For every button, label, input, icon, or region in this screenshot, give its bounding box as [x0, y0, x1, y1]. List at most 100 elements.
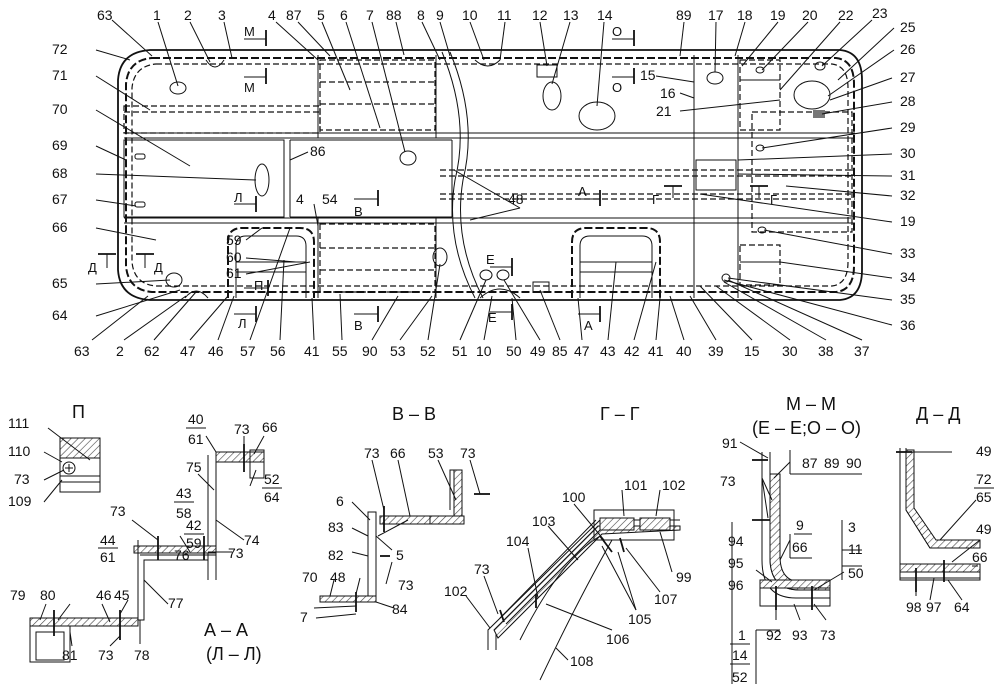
- mark-d-right: Д: [154, 260, 163, 275]
- callout-label: 38: [818, 343, 834, 359]
- bottom-leaders: [91, 227, 863, 341]
- callout-label: 64: [52, 307, 68, 323]
- callout-label: 76: [174, 547, 190, 563]
- mark-l-bottom: Л: [238, 316, 247, 331]
- callout-label: 3: [848, 519, 856, 535]
- callouts-bottom: 63 2 62 47 46 57 56 41 55 90 53 52 51 10…: [74, 343, 870, 359]
- callout-label: 54: [322, 191, 338, 207]
- callout-label: 16: [660, 85, 676, 101]
- callout-label: 73: [98, 647, 114, 663]
- callouts-top: 63 1 2 3 4 87 5 6 7 88 8 9 10 11 12 13 1…: [97, 5, 888, 23]
- callout-label: 33: [900, 245, 916, 261]
- callout-label: 9: [436, 7, 444, 23]
- section-bb: В – В 73 66 53 73 6 83 5 82 73: [300, 404, 490, 625]
- callout-label: 11: [497, 7, 512, 23]
- section-markers: М М О О Л В А Г Г Д Д Е П Л В Е А: [88, 24, 777, 333]
- mark-e-bottom: Е: [488, 310, 497, 325]
- callout-label: 61: [188, 431, 204, 447]
- callout-label: 79: [10, 587, 26, 603]
- callout-label: 18: [737, 7, 753, 23]
- callout-label: 43: [176, 485, 192, 501]
- callout-label: 11: [848, 541, 863, 557]
- callout-label: 27: [900, 69, 916, 85]
- mark-m-top: М: [244, 24, 255, 39]
- callout-label: 50: [506, 343, 522, 359]
- callout-label: 15: [640, 67, 656, 83]
- callout-label: 110: [8, 443, 31, 459]
- callout-label: 41: [304, 343, 320, 359]
- callout-label: 63: [74, 343, 90, 359]
- callout-label: 90: [846, 455, 862, 471]
- callout-label: 89: [824, 455, 840, 471]
- callout-label: 19: [770, 7, 786, 23]
- callout-label: 57: [240, 343, 256, 359]
- callout-label: 73: [14, 471, 30, 487]
- callout-label: 66: [972, 549, 988, 565]
- callout-label: 47: [574, 343, 590, 359]
- callout-label: 60: [226, 249, 242, 265]
- right-leaders: [699, 27, 895, 326]
- main-plan: М М О О Л В А Г Г Д Д Е П Л В Е А: [52, 5, 916, 359]
- callout-label: 1: [153, 7, 161, 23]
- callout-label: 70: [302, 569, 318, 585]
- callout-label: 52: [732, 669, 748, 685]
- callout-label: 62: [144, 343, 160, 359]
- callout-label: 5: [317, 7, 325, 23]
- callout-label: 7: [300, 609, 308, 625]
- callout-label: 8: [417, 7, 425, 23]
- callout-label: 92: [766, 627, 782, 643]
- callout-label: 48: [330, 569, 346, 585]
- callout-label: 102: [444, 583, 468, 599]
- callout-label: 40: [676, 343, 692, 359]
- callout-label: 111: [8, 415, 29, 431]
- callout-label: 71: [52, 67, 68, 83]
- callout-label: 73: [474, 561, 490, 577]
- mark-p: П: [254, 278, 263, 293]
- callout-label: 94: [728, 533, 744, 549]
- callout-label: 95: [728, 555, 744, 571]
- callout-label: 98: [906, 599, 922, 615]
- callout-label: 53: [428, 445, 444, 461]
- callout-label: 105: [628, 611, 652, 627]
- callout-label: 93: [792, 627, 808, 643]
- callout-label: 64: [264, 489, 280, 505]
- callout-label: 70: [52, 101, 68, 117]
- callout-label: 73: [228, 545, 244, 561]
- mark-v: В: [354, 204, 363, 219]
- callout-label: 53: [390, 343, 406, 359]
- callout-label: 90: [362, 343, 378, 359]
- callout-label: 73: [460, 445, 476, 461]
- section-gg: Г – Г 100 101 102 103 99 104 107: [444, 404, 692, 681]
- callout-label: 1: [738, 627, 746, 643]
- callout-label: 97: [926, 599, 942, 615]
- callouts-right: 25 26 27 28 29 30 31 32 19 33 34 35 36: [900, 19, 916, 333]
- callout-label: 3: [218, 7, 226, 23]
- callout-label: 89: [676, 7, 692, 23]
- callout-label: 26: [900, 41, 916, 57]
- callout-label: 65: [52, 275, 68, 291]
- section-dd: Д – Д 49 72 65 49 66 98 97 64: [896, 404, 994, 615]
- callout-label: 44: [100, 532, 116, 548]
- callout-label: 14: [597, 7, 613, 23]
- callout-label: 88: [386, 7, 402, 23]
- callout-label: 43: [600, 343, 616, 359]
- callout-label: 52: [264, 471, 280, 487]
- callout-label: 68: [52, 165, 68, 181]
- callout-label: 30: [900, 145, 916, 161]
- callout-label: 49: [530, 343, 546, 359]
- callout-label: 87: [286, 7, 302, 23]
- callout-label: 63: [97, 7, 113, 23]
- callout-label: 5: [396, 547, 404, 563]
- callout-label: 101: [624, 477, 648, 493]
- callout-label: 65: [976, 489, 992, 505]
- callout-label: 96: [728, 577, 744, 593]
- callout-label: 51: [452, 343, 468, 359]
- callout-label: 67: [52, 191, 68, 207]
- callout-label: 34: [900, 269, 916, 285]
- callout-label: 55: [332, 343, 348, 359]
- callout-label: 103: [532, 513, 556, 529]
- callout-label: 75: [186, 459, 202, 475]
- callout-label: 47: [180, 343, 196, 359]
- callout-label: 17: [708, 7, 724, 23]
- callout-label: 2: [116, 343, 124, 359]
